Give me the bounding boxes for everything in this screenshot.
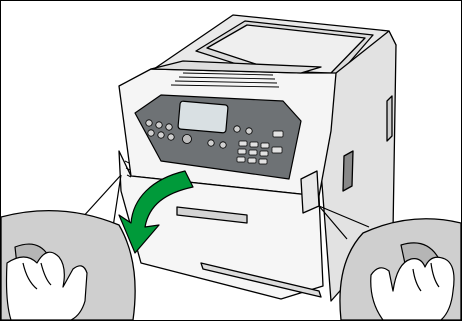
left-hand-detail [1,211,135,320]
